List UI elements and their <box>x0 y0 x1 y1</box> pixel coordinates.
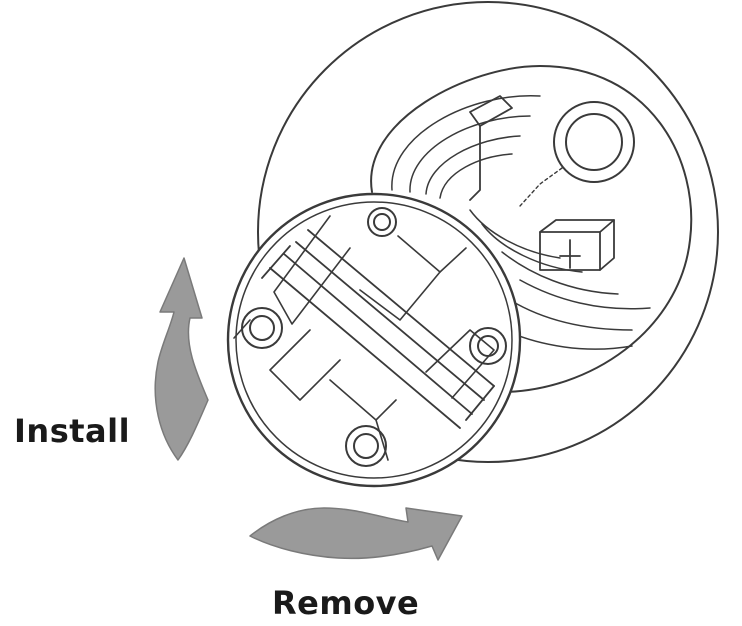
mounting-bosses <box>241 207 507 467</box>
rotating-plate <box>226 192 522 488</box>
socket-bowl <box>370 65 693 393</box>
remove-label: Remove <box>272 584 420 622</box>
remove-arrow <box>249 507 463 561</box>
plate-crossbars <box>261 229 495 429</box>
rotating-plate-rim <box>235 201 513 479</box>
install-label: Install <box>14 412 131 450</box>
socket-hub <box>519 101 635 207</box>
socket-blocks <box>469 95 615 271</box>
outer-housing-ring <box>257 1 719 463</box>
plate-ribs <box>233 215 495 461</box>
socket-grooves <box>391 95 651 350</box>
install-arrow <box>154 257 209 461</box>
